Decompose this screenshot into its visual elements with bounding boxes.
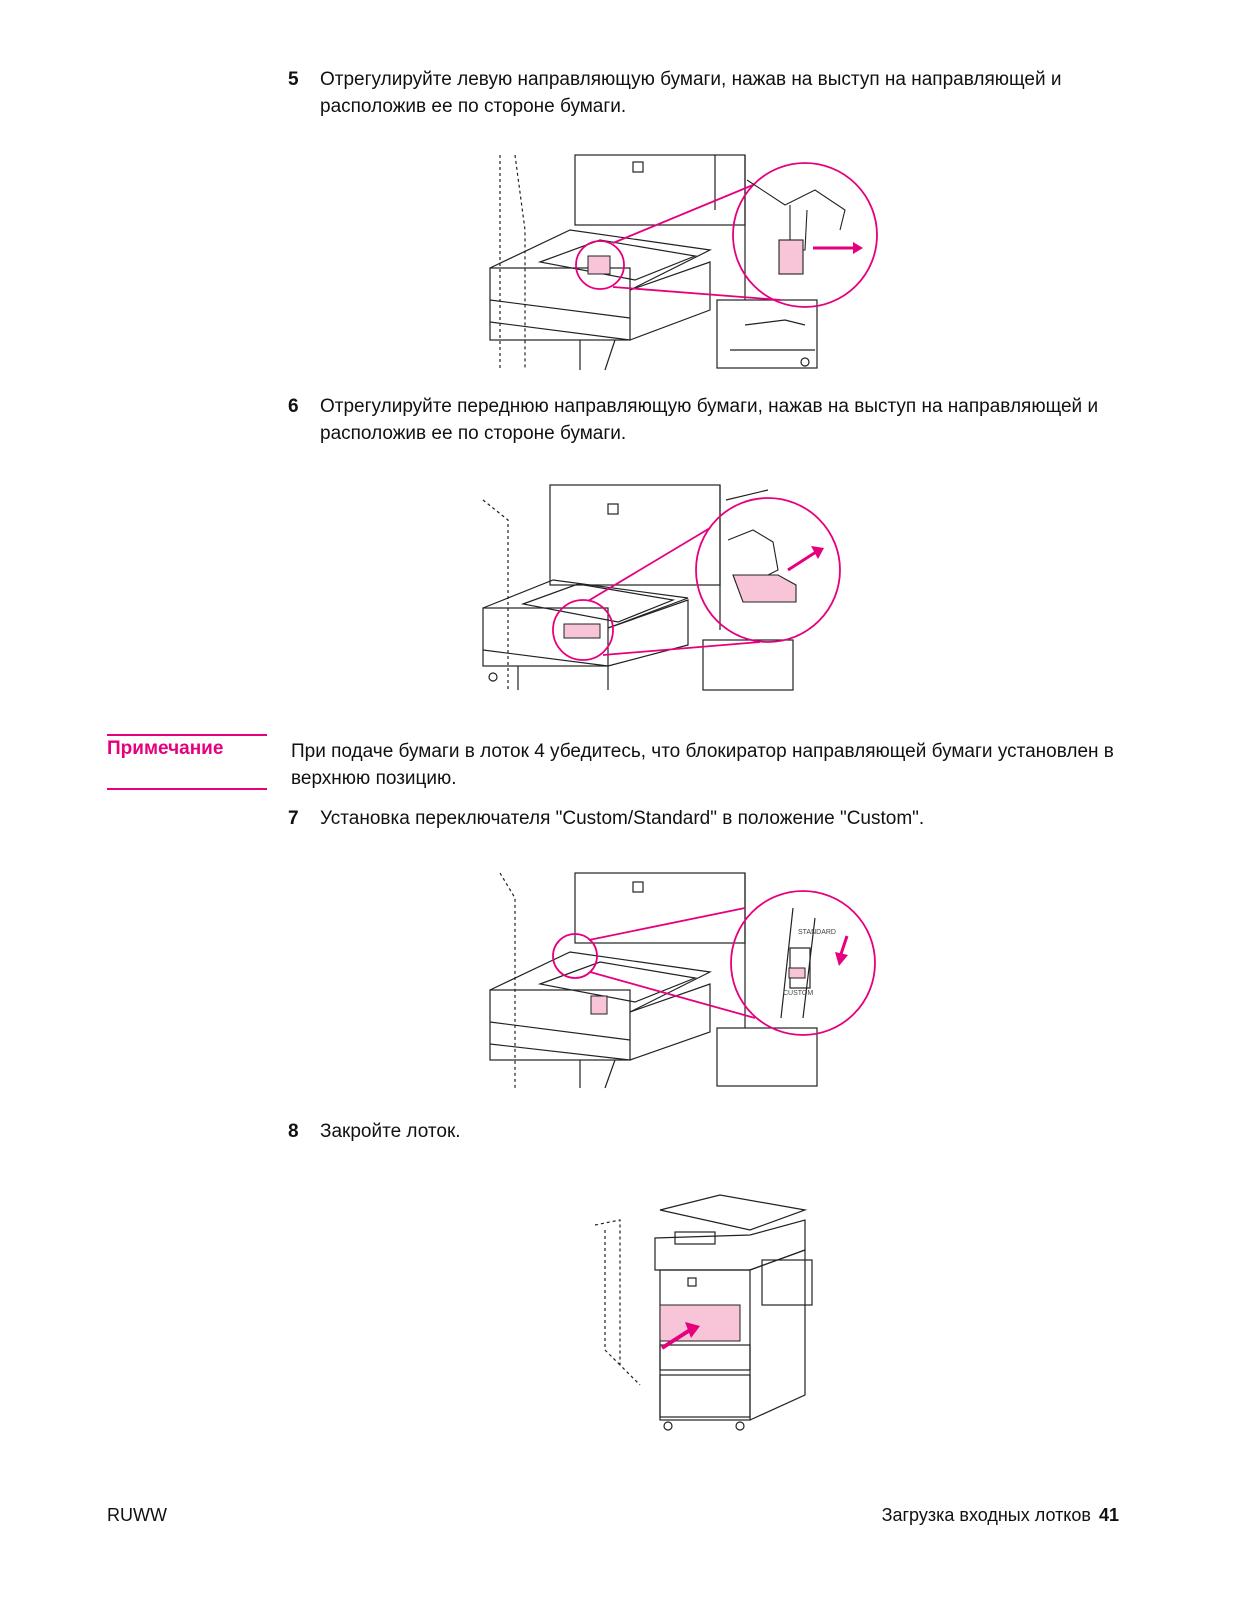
printer-tray-switch-illustration: STANDARD CUSTOM (489, 872, 876, 1089)
footer-page-number: 41 (1098, 1505, 1119, 1525)
switch-standard-label: STANDARD (798, 929, 836, 936)
figure-close-tray (590, 1190, 820, 1435)
note-top-rule (107, 734, 267, 736)
step-number: 5 (288, 69, 299, 90)
step-7: 7 Установка переключателя "Custom/Standa… (288, 805, 1138, 832)
note-label: Примечание (107, 738, 224, 759)
printer-full-illustration (594, 1194, 813, 1431)
footer-section: Загрузка входных лотков 41 (882, 1505, 1119, 1526)
figure-custom-switch: STANDARD CUSTOM (485, 868, 885, 1090)
step-number: 7 (288, 808, 299, 829)
step-number: 8 (288, 1121, 299, 1142)
step-text: Отрегулируйте левую направляющую бумаги,… (320, 69, 1062, 117)
step-number: 6 (288, 396, 299, 417)
step-text: Закройте лоток. (320, 1121, 461, 1142)
switch-custom-label: CUSTOM (783, 990, 813, 997)
step-8: 8 Закройте лоток. (288, 1118, 1138, 1145)
step-text: Установка переключателя "Custom/Standard… (320, 808, 925, 829)
step-text: Отрегулируйте переднюю направляющую бума… (320, 396, 1099, 444)
step-5: 5 Отрегулируйте левую направляющую бумаг… (288, 66, 1138, 120)
printer-tray-front-guide-illustration (482, 484, 841, 691)
printer-tray-left-guide-illustration (489, 154, 878, 371)
footer-section-title: Загрузка входных лотков (881, 1505, 1091, 1525)
figure-front-guide (478, 480, 848, 695)
note-bottom-rule (107, 788, 267, 790)
step-6: 6 Отрегулируйте переднюю направляющую бу… (288, 393, 1138, 447)
figure-left-guide (485, 150, 885, 372)
note-text: При подаче бумаги в лоток 4 убедитесь, ч… (291, 741, 1114, 789)
footer-doc-code: RUWW (107, 1505, 167, 1525)
